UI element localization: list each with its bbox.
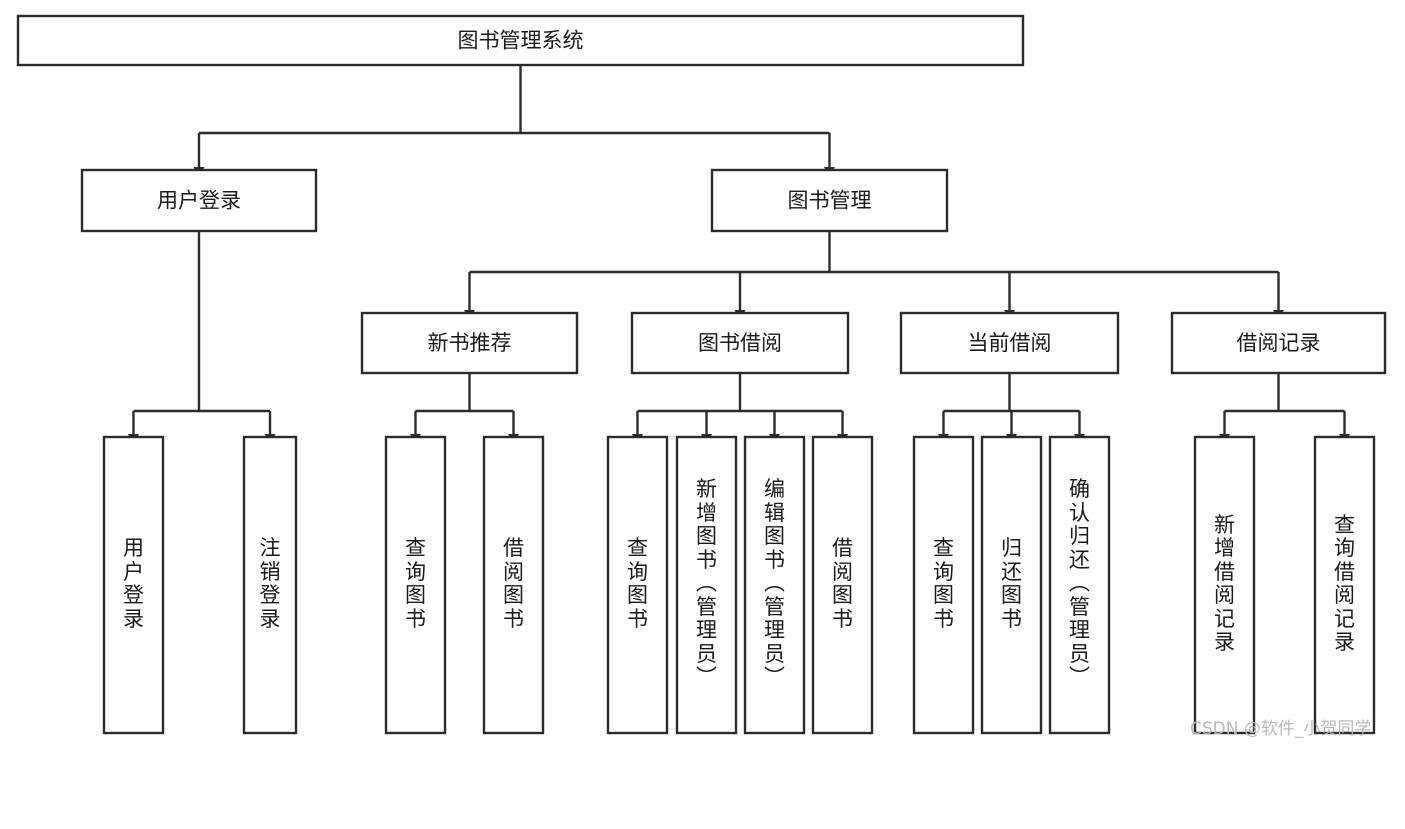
node-归还图书-leaf-9[interactable] xyxy=(980,435,1043,735)
node-查询借阅记录-leaf-12[interactable] xyxy=(1313,435,1376,735)
node-当前借阅-l3-2[interactable] xyxy=(899,311,1120,375)
node-查询图书-leaf-2[interactable] xyxy=(384,435,447,735)
node-root-system-label: 图书管理系统 xyxy=(458,29,584,53)
flowchart-canvas: 图书管理系统用户登录图书管理新书推荐图书借阅当前借阅借阅记录 用户登录注销登录查… xyxy=(16,14,1387,739)
node-查询图书-leaf-4[interactable] xyxy=(606,435,669,735)
node-root-system[interactable] xyxy=(16,14,1025,67)
node-借阅记录-l3-3-label: 借阅记录 xyxy=(1237,331,1321,355)
node-新书推荐-l3-0[interactable] xyxy=(360,311,579,375)
node-注销登录-leaf-1[interactable] xyxy=(242,435,298,735)
node-借阅记录-l3-3[interactable] xyxy=(1170,311,1387,375)
node-图书借阅-l3-1-label: 图书借阅 xyxy=(698,331,782,355)
edge-layer xyxy=(128,65,1350,444)
node-新增借阅记录-leaf-11[interactable] xyxy=(1193,435,1256,735)
node-新增图书管理员-leaf-5[interactable] xyxy=(675,435,738,735)
node-查询图书-leaf-8[interactable] xyxy=(912,435,975,735)
node-借阅图书-leaf-3[interactable] xyxy=(482,435,545,735)
node-借阅图书-leaf-7[interactable] xyxy=(811,435,874,735)
node-新书推荐-l3-0-label: 新书推荐 xyxy=(428,331,512,355)
node-用户登录-l2-0-label: 用户登录 xyxy=(157,189,241,213)
node-图书管理-l2-1[interactable] xyxy=(710,168,949,233)
node-用户登录-leaf-0[interactable] xyxy=(102,435,165,735)
node-编辑图书管理员-leaf-6[interactable] xyxy=(743,435,806,735)
node-图书管理-l2-1-label: 图书管理 xyxy=(788,189,872,213)
node-当前借阅-l3-2-label: 当前借阅 xyxy=(968,331,1052,355)
node-用户登录-l2-0[interactable] xyxy=(80,168,318,233)
node-图书借阅-l3-1[interactable] xyxy=(630,311,850,375)
node-确认归还管理员-leaf-10[interactable] xyxy=(1048,435,1111,735)
